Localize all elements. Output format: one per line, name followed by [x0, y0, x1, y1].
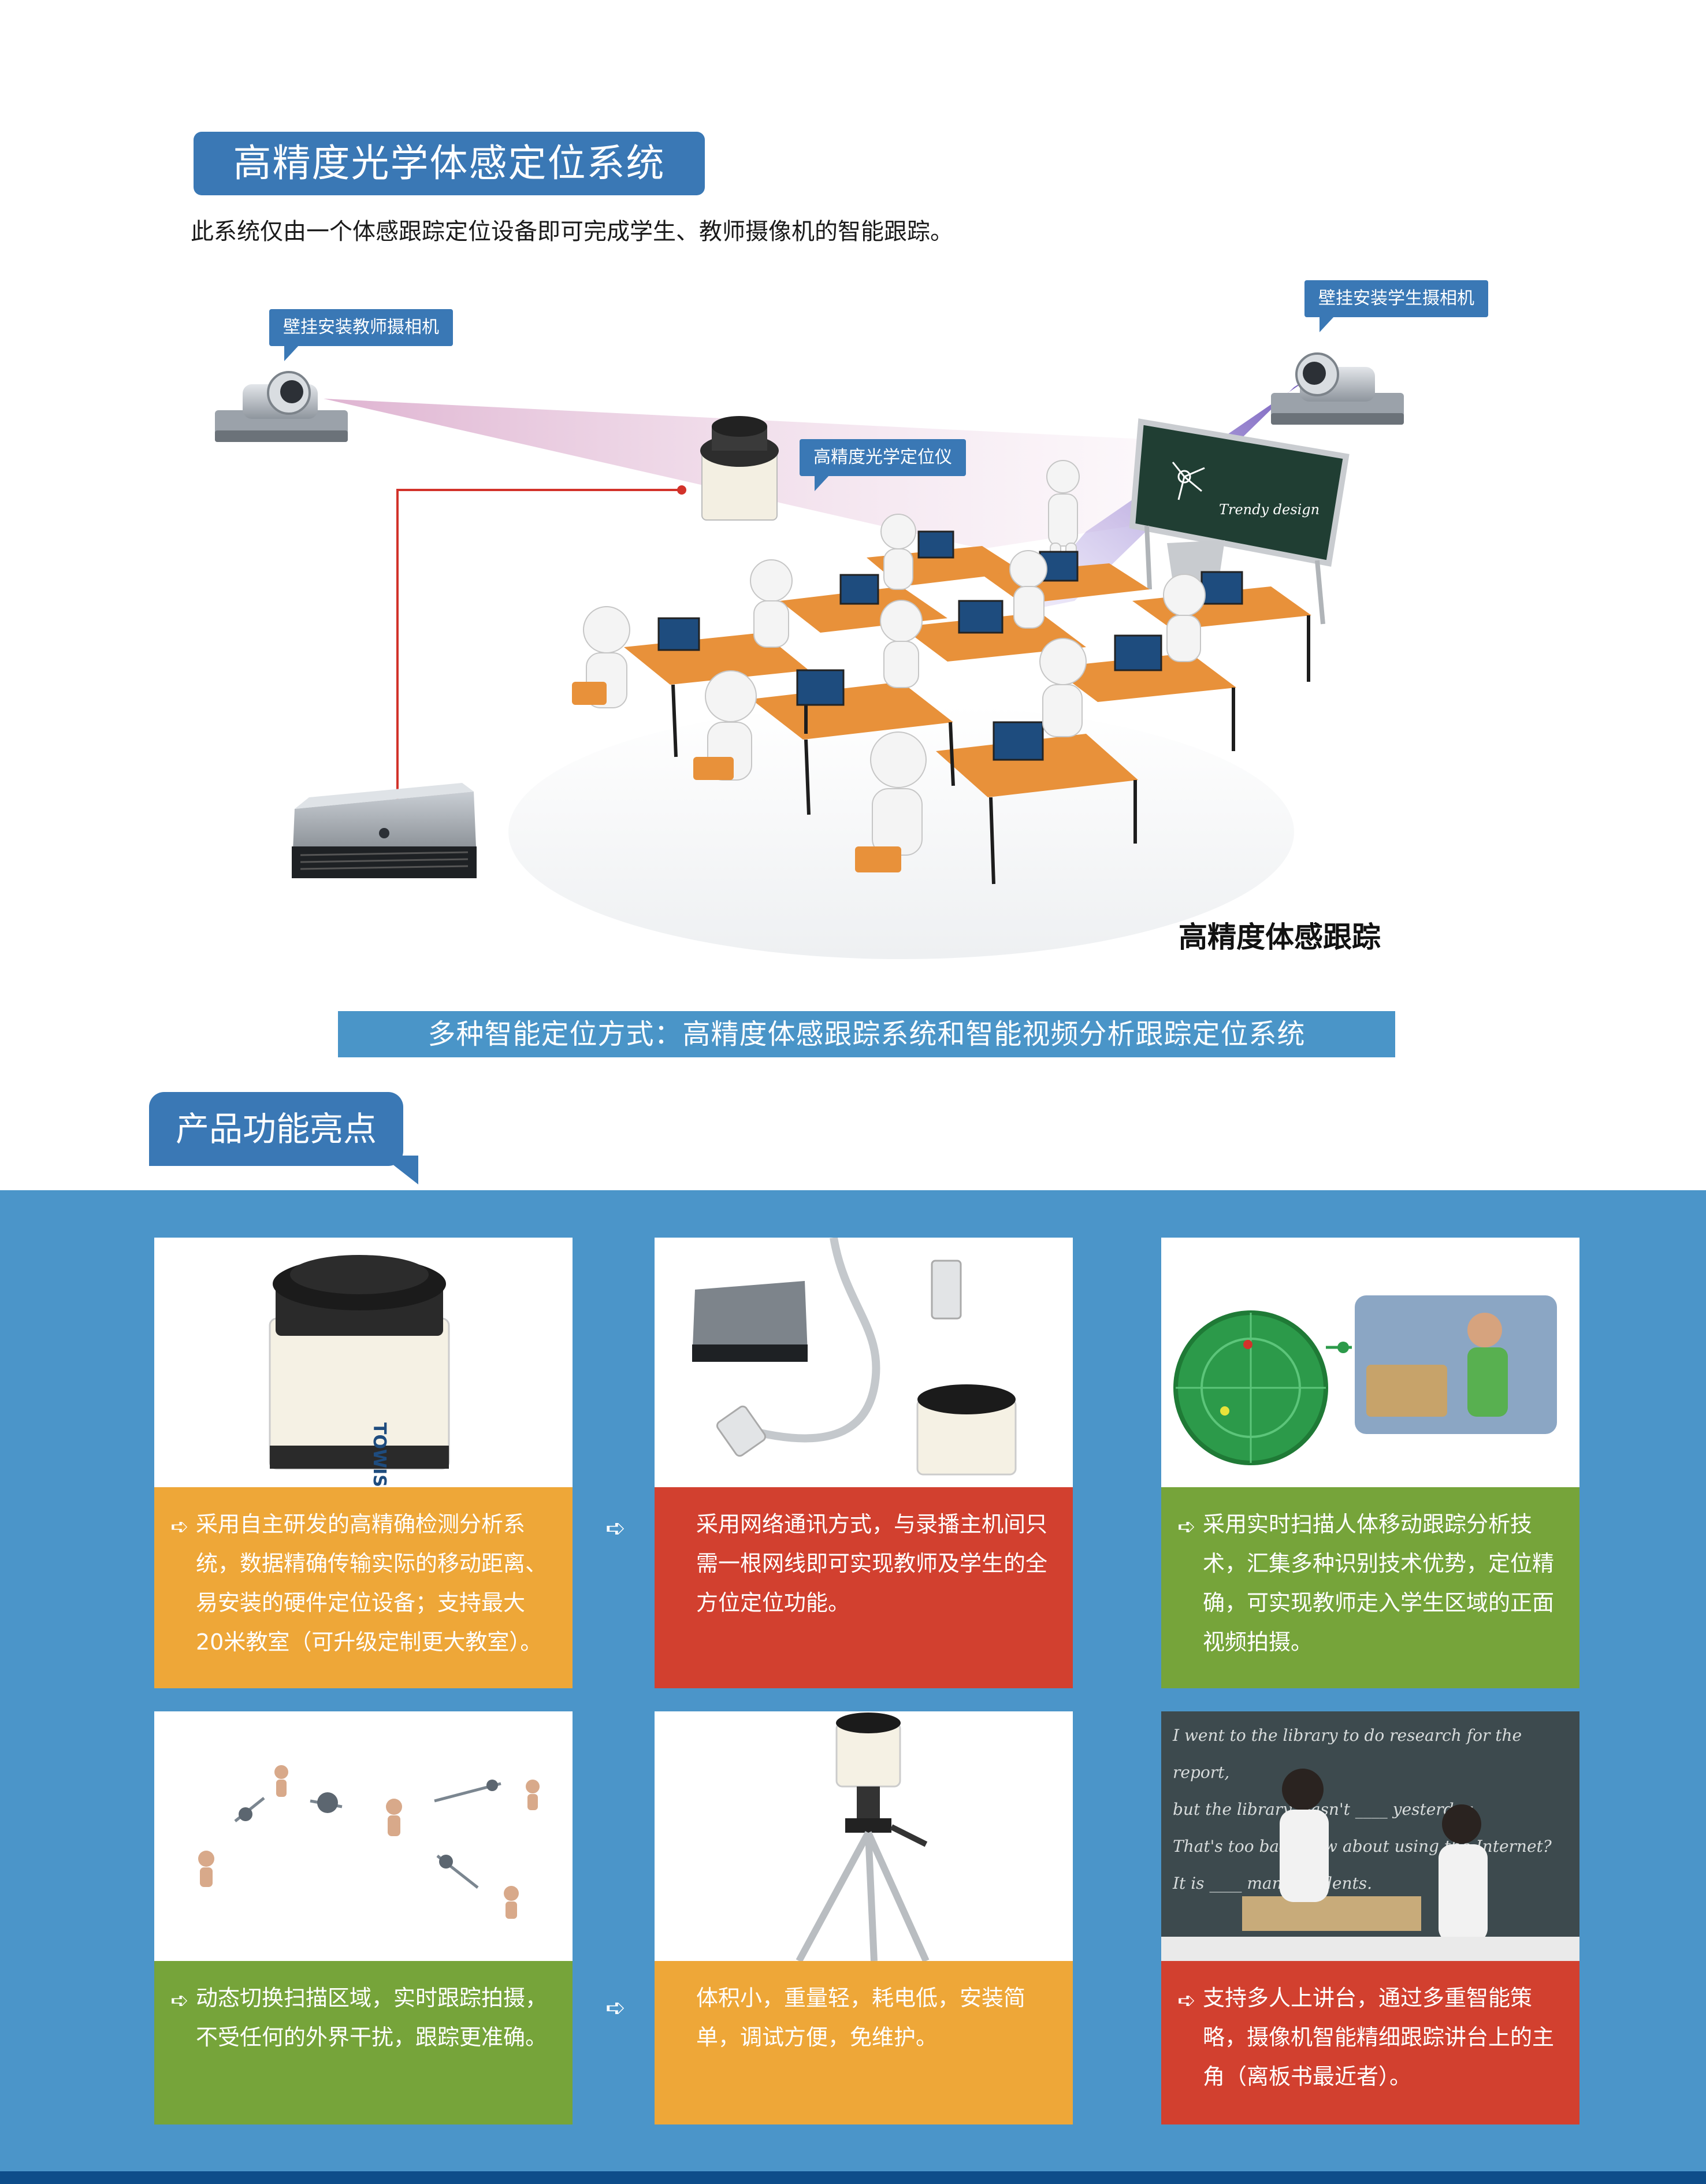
card-image	[154, 1711, 573, 1961]
student-figure	[880, 600, 923, 642]
tracking-scan-icon	[198, 1765, 540, 1919]
arrow-icon: ➪	[1177, 1988, 1196, 2013]
laptop-icon	[796, 669, 845, 706]
student-figure	[705, 670, 757, 722]
card-image	[1161, 1238, 1579, 1487]
laptop-icon	[657, 617, 700, 651]
blackboard-line: That's too bad. How about using the Inte…	[1173, 1837, 1552, 1856]
laptop-icon	[1200, 571, 1243, 605]
laptop-icon	[958, 600, 1003, 634]
student-figure	[880, 514, 916, 549]
laptop-icon	[993, 721, 1044, 761]
student-figure	[750, 559, 793, 602]
feature-card: TOWISE ➪ 采用自主研发的高精确检测分析系统，数据精确传输实际的移动距离、…	[154, 1238, 573, 1688]
teacher-camera-callout: 壁挂安装教师摄相机	[269, 309, 453, 361]
section-title: 高精度光学体感定位系统	[194, 132, 705, 195]
card-text: 动态切换扫描区域，实时跟踪拍摄，不受任何的外界干扰，跟踪更准确。	[196, 1985, 548, 2050]
blackboard-text: I went to the library to do research for…	[1173, 1717, 1577, 1902]
features-tab-pointer	[381, 1156, 418, 1184]
positioner-device-icon: TOWISE	[269, 1255, 450, 1487]
card-text-block: 体积小，重量轻，耗电低，安装简单，调试方便，免维护。	[655, 1961, 1073, 2124]
feature-card: 体积小，重量轻，耗电低，安装简单，调试方便，免维护。	[655, 1711, 1073, 2124]
intro-text: 此系统仅由一个体感跟踪定位设备即可完成学生、教师摄像机的智能跟踪。	[191, 218, 953, 245]
blackboard-line: It is ____ many students.	[1173, 1874, 1373, 1893]
teacher-camera-icon	[215, 371, 348, 442]
feature-card: ➪ 动态切换扫描区域，实时跟踪拍摄，不受任何的外界干扰，跟踪更准确。	[154, 1711, 573, 2124]
student-figure	[1009, 550, 1047, 588]
network-connection-icon	[692, 1238, 1017, 1476]
student-camera-callout: 壁挂安装学生摄相机	[1304, 280, 1488, 332]
blackboard-icon: Trendy design	[1129, 418, 1350, 625]
card-text-block: ➪ 采用自主研发的高精确检测分析系统，数据精确传输实际的移动距离、易安装的硬件定…	[154, 1487, 573, 1688]
card-text-block: ➪ 动态切换扫描区域，实时跟踪拍摄，不受任何的外界干扰，跟踪更准确。	[154, 1961, 573, 2124]
desk-group	[572, 514, 1311, 885]
student-figure	[1039, 638, 1087, 685]
students-at-board-icon	[1161, 1769, 1579, 1961]
card-text: 采用网络通讯方式，与录播主机间只需一根网线即可实现教师及学生的全方位定位功能。	[696, 1511, 1048, 1615]
footer-bar	[0, 2171, 1706, 2184]
card-image: I went to the library to do research for…	[1161, 1711, 1579, 1961]
card-text: 体积小，重量轻，耗电低，安装简单，调试方便，免维护。	[696, 1985, 1026, 2050]
desk	[1051, 653, 1236, 702]
laptop-icon	[839, 574, 879, 605]
classroom-diagram: Trendy design	[215, 352, 1404, 959]
student-figure	[1163, 574, 1206, 616]
card-text: 采用实时扫描人体移动跟踪分析技术，汇集多种识别技术优势，定位精确，可实现教师走入…	[1203, 1511, 1555, 1655]
card-text-block: ➪ 采用实时扫描人体移动跟踪分析技术，汇集多种识别技术优势，定位精确，可实现教师…	[1161, 1487, 1579, 1688]
board-text: Trendy design	[1219, 502, 1320, 518]
card-text-block: ➪ 支持多人上讲台，通过多重智能策略，摄像机智能精细跟踪讲台上的主角（离板书最近…	[1161, 1961, 1579, 2124]
student-camera-icon	[1271, 352, 1404, 425]
brand-text: TOWISE	[369, 1422, 389, 1487]
feature-card: ➪ 采用实时扫描人体移动跟踪分析技术，汇集多种识别技术优势，定位精确，可实现教师…	[1161, 1238, 1579, 1688]
positioning-modes-banner: 多种智能定位方式：高精度体感跟踪系统和智能视频分析跟踪定位系统	[338, 1011, 1395, 1057]
card-image	[655, 1711, 1073, 1961]
arrow-icon: ➪	[170, 1514, 189, 1539]
laptop-icon	[917, 530, 954, 559]
server-icon	[292, 783, 477, 878]
card-text: 采用自主研发的高精确检测分析系统，数据精确传输实际的移动距离、易安装的硬件定位设…	[196, 1511, 548, 1655]
feature-card: I went to the library to do research for…	[1161, 1711, 1579, 2124]
student-figure	[583, 606, 630, 653]
feature-card: 采用网络通讯方式，与录播主机间只需一根网线即可实现教师及学生的全方位定位功能。	[655, 1238, 1073, 1688]
arrow-icon: ➪	[605, 1514, 626, 1542]
features-tab: 产品功能亮点	[149, 1092, 403, 1166]
tripod-device-icon	[796, 1713, 930, 1961]
desk	[936, 734, 1138, 797]
laptop-icon	[1114, 634, 1162, 671]
arrow-icon: ➪	[1177, 1514, 1196, 1539]
positioner-device-icon	[677, 416, 779, 521]
card-image: TOWISE	[154, 1238, 573, 1487]
student-figure	[870, 731, 927, 788]
blackboard-line: I went to the library to do research for…	[1173, 1726, 1522, 1782]
connection-line	[396, 489, 682, 820]
card-text-block: 采用网络通讯方式，与录播主机间只需一根网线即可实现教师及学生的全方位定位功能。	[655, 1487, 1073, 1688]
radar-scan-icon	[1173, 1295, 1557, 1465]
positioner-callout: 高精度光学定位仪	[800, 439, 966, 491]
arrow-icon: ➪	[170, 1988, 189, 2013]
arrow-icon: ➪	[605, 1993, 626, 2022]
diagram-caption: 高精度体感跟踪	[1179, 920, 1381, 954]
card-image	[655, 1238, 1073, 1487]
card-text: 支持多人上讲台，通过多重智能策略，摄像机智能精细跟踪讲台上的主角（离板书最近者）…	[1203, 1985, 1555, 2089]
